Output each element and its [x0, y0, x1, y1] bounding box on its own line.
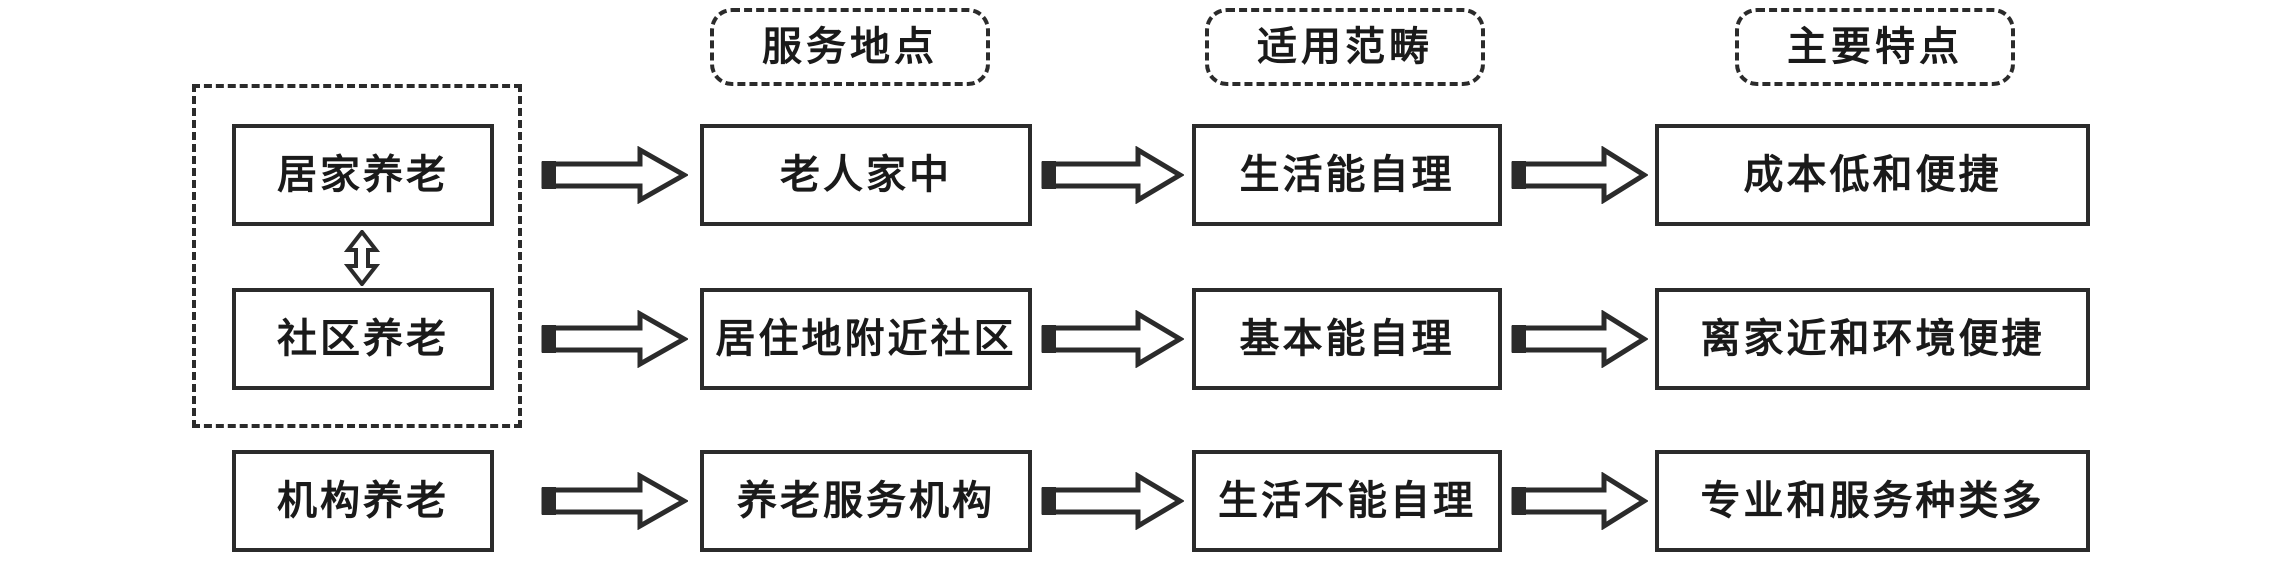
node-label: 成本低和便捷	[1743, 152, 2002, 197]
node-main-features-row2[interactable]: 离家近和环境便捷	[1655, 288, 2090, 390]
node-label: 居家养老	[277, 152, 449, 197]
node-category-row1[interactable]: 居家养老	[232, 124, 494, 226]
node-label: 生活能自理	[1239, 152, 1455, 197]
node-service-location-row1[interactable]: 老人家中	[700, 124, 1032, 226]
node-main-features-row3[interactable]: 专业和服务种类多	[1655, 450, 2090, 552]
right-block-arrow-icon-row1-col2	[1040, 146, 1184, 204]
column-header-label: 主要特点	[1787, 24, 1963, 69]
right-block-arrow-icon-row2-col3	[1510, 310, 1648, 368]
column-header-applicable-scope: 适用范畴	[1205, 8, 1485, 86]
up-down-double-arrow-icon	[340, 230, 384, 286]
node-label: 老人家中	[780, 152, 952, 197]
column-header-main-features: 主要特点	[1735, 8, 2015, 86]
node-label: 机构养老	[277, 478, 449, 523]
right-block-arrow-icon-row3-col2	[1040, 472, 1184, 530]
node-category-row2[interactable]: 社区养老	[232, 288, 494, 390]
node-label: 生活不能自理	[1218, 478, 1476, 523]
right-block-arrow-icon-row1-col3	[1510, 146, 1648, 204]
right-block-arrow-icon-row3-col3	[1510, 472, 1648, 530]
right-block-arrow-icon-row2-col2	[1040, 310, 1184, 368]
right-block-arrow-icon-row3-col1	[540, 472, 688, 530]
dashed-group-home-and-community	[192, 84, 522, 428]
right-block-arrow-icon-row2-col1	[540, 310, 688, 368]
node-label: 基本能自理	[1239, 316, 1455, 361]
node-label: 离家近和环境便捷	[1700, 316, 2045, 361]
node-applicable-scope-row1[interactable]: 生活能自理	[1192, 124, 1502, 226]
node-service-location-row3[interactable]: 养老服务机构	[700, 450, 1032, 552]
node-category-row3[interactable]: 机构养老	[232, 450, 494, 552]
node-label: 专业和服务种类多	[1700, 478, 2045, 523]
node-applicable-scope-row2[interactable]: 基本能自理	[1192, 288, 1502, 390]
node-label: 社区养老	[277, 316, 449, 361]
node-label: 居住地附近社区	[715, 316, 1017, 361]
column-header-service-location: 服务地点	[710, 8, 990, 86]
column-header-label: 适用范畴	[1257, 24, 1433, 69]
node-applicable-scope-row3[interactable]: 生活不能自理	[1192, 450, 1502, 552]
node-label: 养老服务机构	[737, 478, 995, 523]
node-main-features-row1[interactable]: 成本低和便捷	[1655, 124, 2090, 226]
column-header-label: 服务地点	[762, 24, 938, 69]
node-service-location-row2[interactable]: 居住地附近社区	[700, 288, 1032, 390]
right-block-arrow-icon-row1-col1	[540, 146, 688, 204]
